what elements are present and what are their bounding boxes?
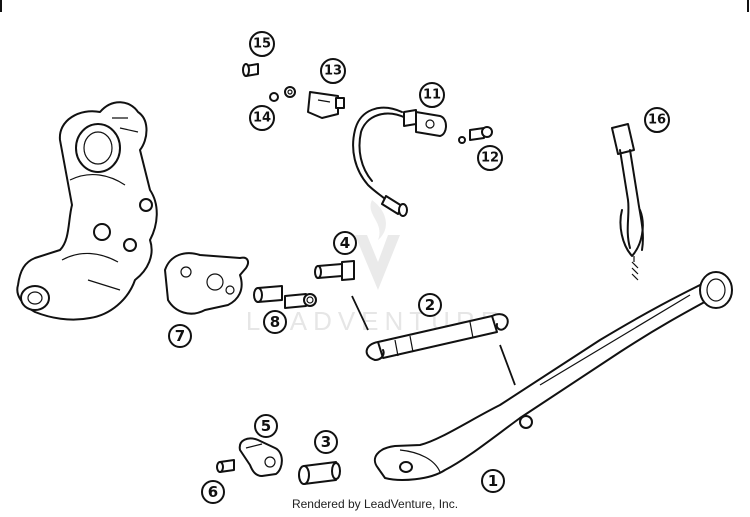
callout-5-label: 5 <box>261 417 271 435</box>
callout-6: 6 <box>201 480 225 504</box>
part-13-sensor[interactable] <box>307 91 345 119</box>
callout-15-label: 15 <box>253 37 271 52</box>
callout-7: 7 <box>168 324 192 348</box>
part-11-switch-cable[interactable] <box>352 106 447 217</box>
callout-5: 5 <box>254 414 278 438</box>
callout-14: 14 <box>249 105 275 131</box>
callout-12-label: 12 <box>481 151 499 166</box>
part-2-return-spring[interactable] <box>351 295 516 386</box>
callout-13-label: 13 <box>324 64 342 79</box>
callout-16-label: 16 <box>648 113 666 128</box>
callout-2: 2 <box>418 293 442 317</box>
part-14-nut[interactable] <box>269 86 296 102</box>
callout-14-label: 14 <box>253 111 271 126</box>
callout-8-label: 8 <box>270 313 280 331</box>
callout-15: 15 <box>249 31 275 57</box>
callout-6-label: 6 <box>208 483 218 501</box>
callout-4: 4 <box>333 231 357 255</box>
callout-7-label: 7 <box>175 327 185 345</box>
callout-1: 1 <box>481 469 505 493</box>
part-1-side-stand[interactable] <box>373 271 733 481</box>
callout-11: 11 <box>419 82 445 108</box>
callout-12: 12 <box>477 145 503 171</box>
callout-4-label: 4 <box>340 234 350 252</box>
callout-3: 3 <box>314 430 338 454</box>
part-7-mount-plate[interactable] <box>164 252 249 315</box>
watermark-logo: LEADVENTURE <box>246 200 498 336</box>
callout-3-label: 3 <box>321 433 331 451</box>
part-15-screw[interactable] <box>242 63 259 77</box>
part-4-pivot-bolt[interactable] <box>314 260 355 281</box>
render-credit: Rendered by LeadVenture, Inc. <box>291 497 459 511</box>
part-3-bushing[interactable] <box>298 461 341 485</box>
part-6-screw[interactable] <box>216 459 235 473</box>
callout-1-label: 1 <box>488 472 498 490</box>
callout-2-label: 2 <box>425 296 435 314</box>
part-12-screw[interactable] <box>458 126 493 144</box>
part-7-frame-bracket[interactable] <box>16 101 158 321</box>
callout-16: 16 <box>644 107 670 133</box>
callout-11-label: 11 <box>423 88 441 103</box>
part-8-bolt-set[interactable] <box>253 285 317 309</box>
callout-8: 8 <box>263 310 287 334</box>
part-16-strap[interactable] <box>611 123 644 281</box>
callout-13: 13 <box>320 58 346 84</box>
part-5-clamp[interactable] <box>238 437 283 477</box>
